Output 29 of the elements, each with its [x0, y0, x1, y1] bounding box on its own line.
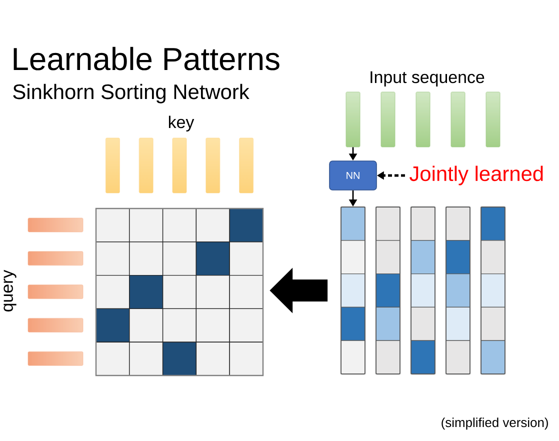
query-vector: [28, 284, 84, 299]
matrix-grid: [95, 208, 264, 376]
group-label: query: [4, 270, 16, 312]
group-label: key: [168, 116, 194, 132]
key-vector: [106, 138, 120, 194]
vector-column: [340, 206, 366, 374]
key-vector: [239, 138, 254, 194]
note-text: (simplified version): [442, 418, 548, 430]
query-vector: [28, 218, 84, 232]
query-vector: [28, 251, 84, 266]
group-label: Input sequence: [370, 71, 484, 86]
input-vector: [346, 92, 360, 148]
vector-column: [480, 206, 506, 374]
input-vector: [486, 92, 500, 148]
input-vector: [416, 92, 430, 148]
vector-column: [446, 206, 470, 374]
key-vector: [206, 138, 220, 194]
nn-box: NN: [329, 160, 377, 190]
key-vector: [138, 138, 154, 194]
subtitle: Sinkhorn Sorting Network: [13, 84, 250, 104]
vector-column: [376, 206, 400, 374]
query-vector: [28, 351, 84, 366]
annotation-text: Jointly learned: [410, 166, 543, 186]
vector-column: [410, 206, 436, 374]
input-vector: [450, 92, 466, 148]
key-vector: [172, 138, 187, 194]
title: Learnable Patterns: [14, 46, 280, 70]
input-vector: [380, 92, 396, 148]
query-vector: [28, 318, 84, 332]
